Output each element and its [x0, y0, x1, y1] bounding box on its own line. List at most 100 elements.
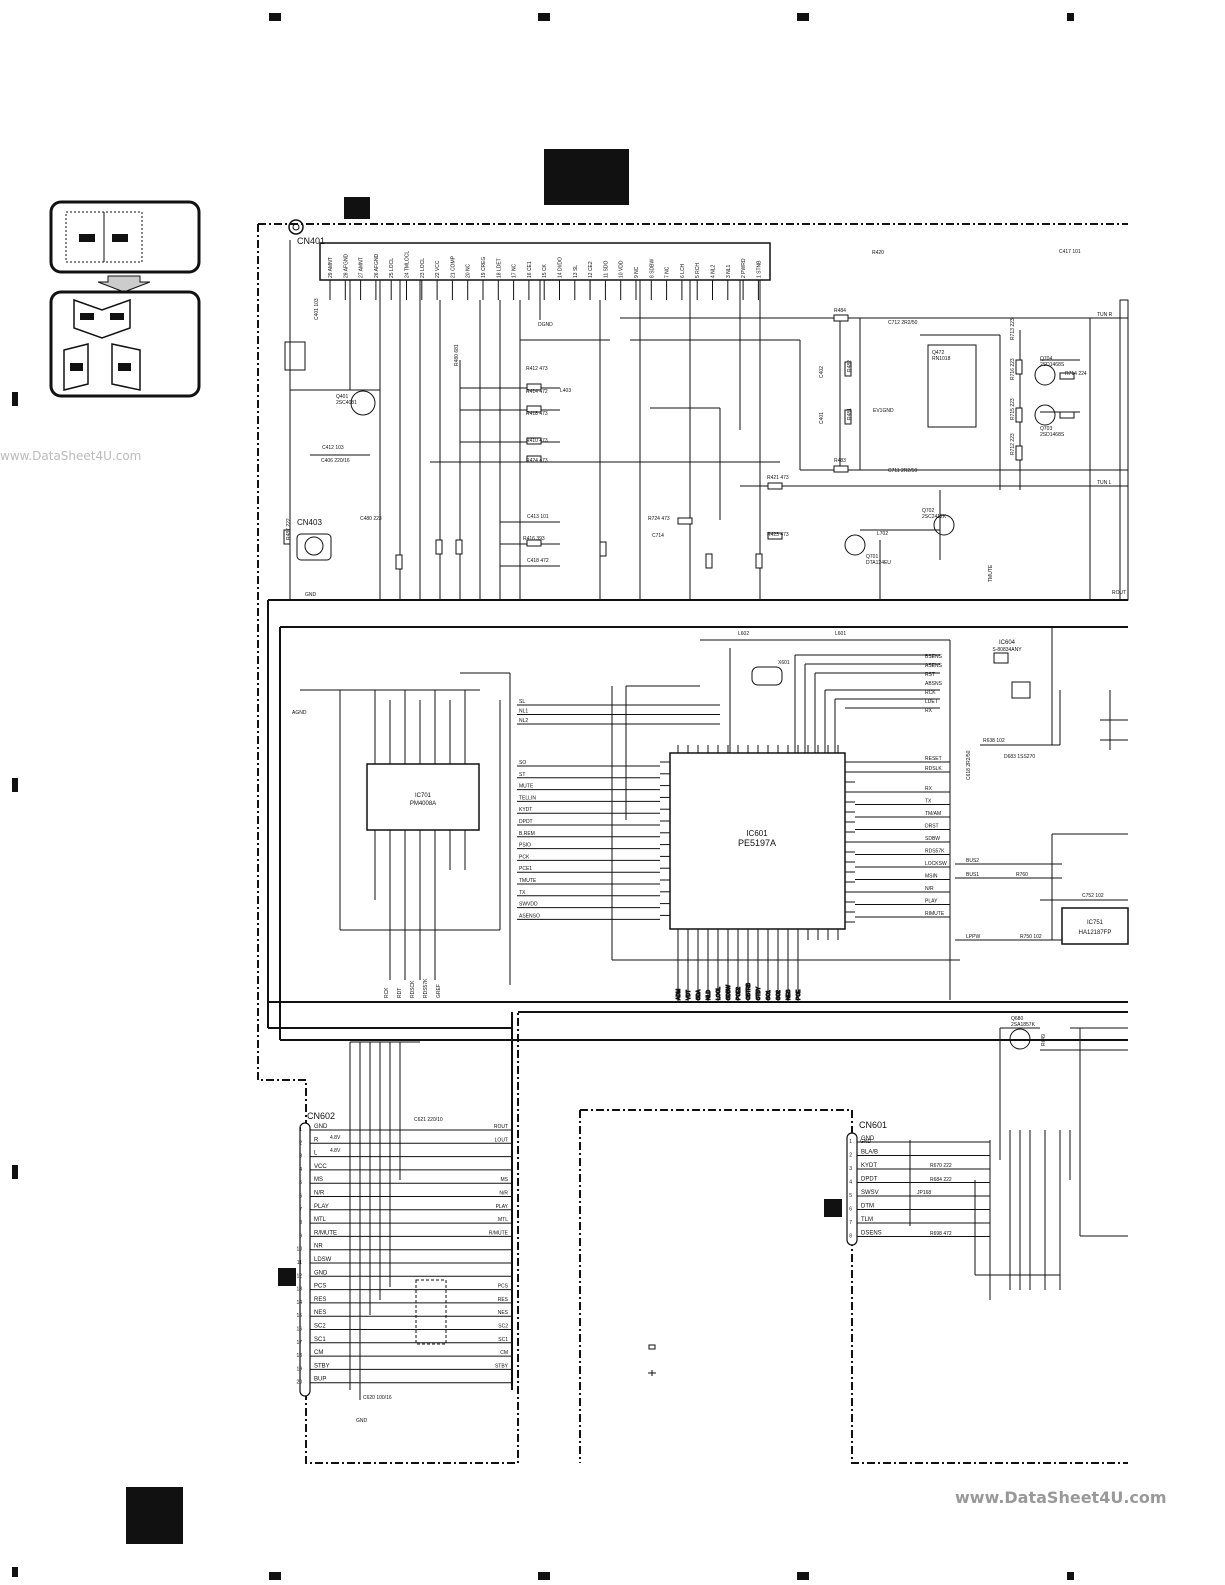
component-l702: L702 — [877, 531, 888, 537]
component-c401b: C401 — [819, 412, 825, 424]
cn602-right-net: SC2 — [498, 1324, 508, 1330]
cn401-pin-label: 3 NL1 — [726, 264, 732, 278]
q704-name: Q704 — [1040, 356, 1052, 362]
component-r416: R416 393 — [523, 536, 545, 542]
bottom-bus-net: PCE2 — [736, 987, 742, 1000]
cn602-pin-number: 8 — [299, 1220, 302, 1226]
cn602-pin-number: 12 — [296, 1273, 302, 1279]
cn601-pin-number: 6 — [849, 1207, 852, 1213]
cn601-pin-label: DTM — [861, 1204, 874, 1210]
left-bus-net: NL1 — [519, 709, 528, 715]
component-c752: C752 102 — [1082, 893, 1104, 899]
component-c418: C418 472 — [527, 558, 549, 564]
component-r483: R483 — [834, 458, 846, 464]
component-r670: R670 222 — [930, 1163, 952, 1169]
component-r410: R410 473 — [526, 438, 548, 444]
ic601-net-wiring — [611, 627, 1128, 1237]
net-dgnd: DGND — [538, 322, 553, 328]
q701-name: Q701 — [866, 554, 878, 560]
top-right-net: LDET — [925, 699, 938, 705]
cn602-pin-label: MS — [314, 1177, 323, 1183]
ic601-left-net: TX — [519, 890, 526, 896]
ic601-right-net: RDS57K — [925, 849, 945, 855]
ic601-left-net: DPDT — [519, 819, 533, 825]
q472-name: Q472 — [932, 350, 944, 356]
ic601-right-labels: RXTXTM/AMDRSTSDBWRDS57KLOCKSWMSINN/RPLAY… — [517, 654, 950, 918]
cn401-pin-label: 18 LDET — [496, 258, 502, 278]
bottom-bus-net: PCE — [796, 989, 802, 1000]
ic701-part: PM4008A — [410, 801, 436, 807]
cn602-right-net: N/R — [499, 1191, 508, 1197]
component-r424: R424 473 — [526, 458, 548, 464]
bottom-bus-net: STBY — [756, 986, 762, 1000]
ic601-pins — [660, 745, 855, 940]
cn601-pin-number: 1 — [849, 1139, 852, 1145]
cn401-pin-label: 12 CE2 — [588, 261, 594, 278]
q702-part: 2SC2412K — [922, 514, 947, 520]
cn602-pin-number: 18 — [296, 1353, 302, 1359]
cn601-pin-number: 4 — [849, 1180, 852, 1186]
net-rout: ROUT — [1112, 590, 1126, 596]
transistor-symbols — [296, 364, 1056, 1050]
cn601-wiring — [909, 1130, 1071, 1300]
left-bus-net: SL — [519, 699, 525, 705]
cn401: CN401 — [288, 219, 771, 281]
cn401-pin-label: 7 NC — [665, 266, 671, 278]
component-r715: R715 223 — [1010, 398, 1016, 420]
cn601-pin-number: 7 — [849, 1220, 852, 1226]
ic-labels: Q4012SC4081Q472RN1018Q701DTA124EUQ7022SC… — [336, 350, 1065, 566]
cn602-pin-label: RES — [314, 1297, 326, 1303]
cn601-pin-label: TLM — [861, 1217, 873, 1223]
reg-mark — [269, 13, 281, 21]
section-marker — [278, 1268, 296, 1286]
ic601-left-net: B.REM — [519, 831, 535, 837]
cn601-pin-label: GND — [861, 1136, 875, 1142]
cn601: CN601 — [846, 1120, 887, 1246]
ic701-bus-net: GREF — [436, 984, 442, 998]
ic601-left-net: PSIO — [519, 843, 531, 849]
q704-part: 2SD1468S — [1040, 362, 1065, 368]
component-c480: C480 223 — [360, 516, 382, 522]
title-block — [544, 149, 629, 205]
q703-name: Q703 — [1040, 426, 1052, 432]
component-r750: R750 102 — [1020, 934, 1042, 940]
cn401-title: CN401 — [297, 236, 325, 246]
ic601-left-net: TMUTE — [519, 878, 537, 884]
component-c412: C412 103 — [322, 445, 344, 451]
net-gnd: GND — [305, 592, 317, 598]
cn602-right-net: MTL — [498, 1217, 508, 1223]
reg-mark — [12, 1165, 18, 1179]
q401-part: 2SC4081 — [336, 400, 357, 406]
top-right-net: ASENS — [925, 663, 943, 669]
reg-mark — [538, 13, 550, 21]
top-right-net: RX — [925, 708, 933, 714]
ic751: IC751 HA12187FP — [1061, 907, 1129, 945]
cn401-pin-label: 5 RCH — [695, 263, 701, 278]
q680-name: Q680 — [1011, 1016, 1023, 1022]
cn602-right-net: CM — [500, 1350, 508, 1356]
cn602-pin-number: 1 — [299, 1127, 302, 1133]
reg-mark — [12, 778, 18, 792]
ic601-left-net: SO — [519, 760, 526, 766]
cn602-right-net: LOUT — [495, 1137, 508, 1143]
cn401-pin-label: 4 NL2 — [711, 264, 717, 278]
cn401-pin-label: 20 NC — [466, 263, 472, 278]
component-r423: R423 473 — [767, 532, 789, 538]
component-r421: R421 473 — [767, 475, 789, 481]
cn401-pin-label: 21 COMP — [450, 255, 456, 278]
ic601-left-net: MUTE — [519, 784, 534, 790]
ic701-bus-net: RDS57K — [423, 978, 429, 998]
tuner-circuit — [284, 240, 1129, 601]
cn602-pin-number: 10 — [296, 1247, 302, 1253]
component-jp168: JP168 — [917, 1190, 931, 1196]
cn602-pin-number: 9 — [299, 1233, 302, 1239]
cn401-pin-label: 27 AMNT — [359, 257, 365, 278]
cn602-pin-number: 5 — [299, 1180, 302, 1186]
cn602-pin-label: GND — [314, 1270, 328, 1276]
q703-part: 2SD1468S — [1040, 432, 1065, 438]
cn602-right-net: NES — [498, 1310, 509, 1316]
cn602-pin-number: 11 — [297, 1260, 302, 1266]
